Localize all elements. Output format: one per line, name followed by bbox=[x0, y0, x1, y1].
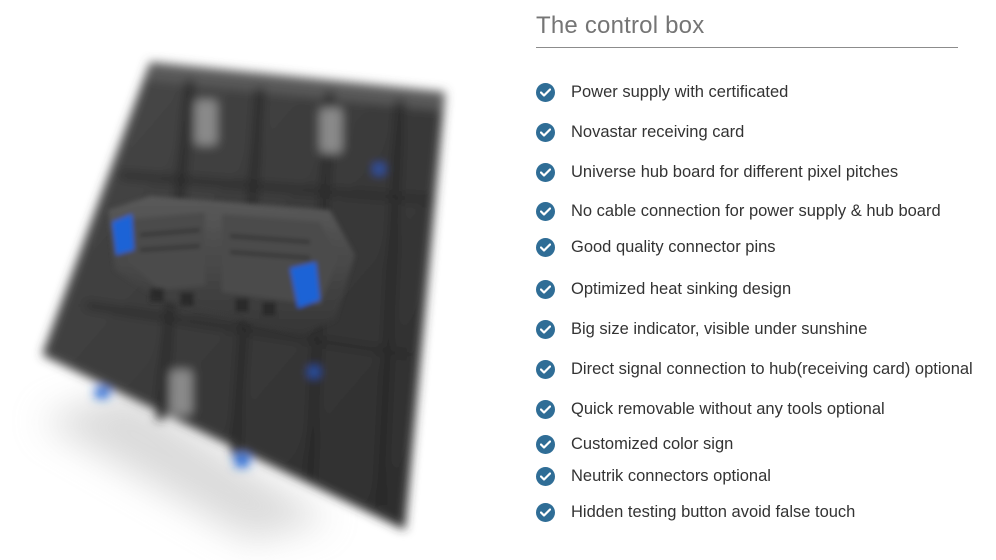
check-circle-icon bbox=[536, 502, 555, 522]
check-circle-icon bbox=[536, 122, 555, 142]
feature-text: Customized color sign bbox=[571, 434, 734, 453]
feature-text: Neutrik connectors optional bbox=[571, 466, 771, 485]
feature-text: Hidden testing button avoid false touch bbox=[571, 502, 856, 521]
feature-text: Direct signal connection to hub(receivin… bbox=[571, 359, 973, 378]
feature-item: No cable connection for power supply & h… bbox=[536, 200, 941, 222]
feature-text: Power supply with certificated bbox=[571, 82, 789, 101]
panel-title: The control box bbox=[536, 12, 705, 39]
feature-item: Good quality connector pins bbox=[536, 236, 776, 258]
feature-panel: The control box Power supply with certif… bbox=[536, 0, 994, 560]
check-circle-icon bbox=[536, 279, 555, 299]
feature-item: Quick removable without any tools option… bbox=[536, 398, 885, 420]
feature-item: Customized color sign bbox=[536, 433, 733, 455]
check-circle-icon bbox=[536, 82, 555, 102]
feature-text: Optimized heat sinking design bbox=[571, 279, 792, 298]
feature-item: Power supply with certificated bbox=[536, 81, 788, 103]
feature-text: Good quality connector pins bbox=[571, 237, 776, 256]
check-circle-icon bbox=[536, 434, 555, 454]
check-circle-icon bbox=[536, 466, 555, 486]
feature-text: Novastar receiving card bbox=[571, 122, 745, 141]
feature-text: Universe hub board for different pixel p… bbox=[571, 162, 899, 181]
feature-item: Big size indicator, visible under sunshi… bbox=[536, 318, 867, 340]
check-circle-icon bbox=[536, 359, 555, 379]
feature-item: Neutrik connectors optional bbox=[536, 465, 771, 487]
feature-item: Optimized heat sinking design bbox=[536, 278, 791, 300]
check-circle-icon bbox=[536, 237, 555, 257]
feature-text: Big size indicator, visible under sunshi… bbox=[571, 319, 868, 338]
check-circle-icon bbox=[536, 201, 555, 221]
feature-text: Quick removable without any tools option… bbox=[571, 399, 885, 418]
check-circle-icon bbox=[536, 162, 555, 182]
feature-item: Universe hub board for different pixel p… bbox=[536, 161, 898, 183]
feature-item: Direct signal connection to hub(receivin… bbox=[536, 358, 973, 380]
product-image bbox=[40, 62, 445, 540]
title-divider bbox=[536, 47, 958, 48]
feature-item: Novastar receiving card bbox=[536, 121, 744, 143]
feature-item: Hidden testing button avoid false touch bbox=[536, 501, 855, 523]
check-circle-icon bbox=[536, 319, 555, 339]
feature-text: No cable connection for power supply & h… bbox=[571, 201, 941, 220]
check-circle-icon bbox=[536, 399, 555, 419]
